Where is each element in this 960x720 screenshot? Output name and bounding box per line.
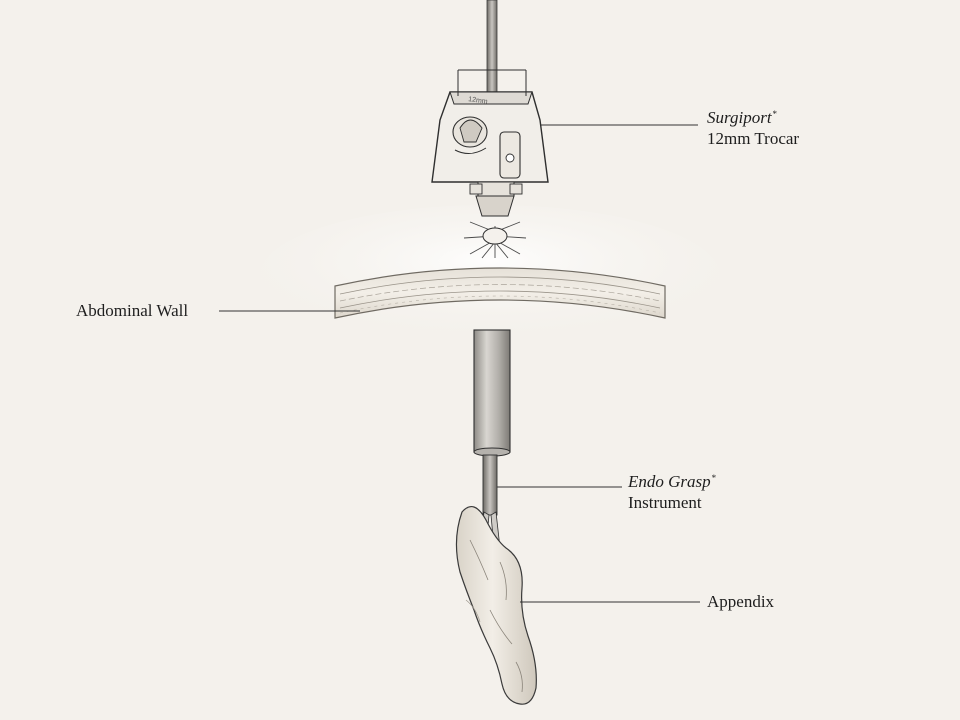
trocar-shaft — [473, 329, 511, 457]
label-appendix: Appendix — [707, 591, 774, 612]
port-marking: 12mm — [468, 96, 488, 106]
insertion-point — [463, 221, 527, 259]
endo-grasp-mark: * — [711, 473, 717, 483]
label-surgiport: Surgiport* 12mm Trocar — [707, 104, 799, 149]
abdominal-wall — [334, 267, 666, 319]
appendix — [455, 505, 537, 705]
abdominal-wall-text: Abdominal Wall — [76, 301, 189, 320]
trocar-housing: 12mm — [431, 69, 549, 217]
surgiport-mark: * — [772, 109, 778, 119]
label-abdominal-wall: Abdominal Wall — [76, 300, 188, 321]
label-endo-grasp: Endo Grasp* Instrument — [628, 468, 716, 513]
endo-grasp-name: Endo Grasp — [628, 472, 711, 491]
leader-lines — [219, 124, 700, 603]
surgiport-sub: 12mm Trocar — [707, 129, 800, 148]
endo-grasp-sub: Instrument — [628, 493, 702, 512]
surgiport-name: Surgiport — [707, 108, 772, 127]
appendix-text: Appendix — [707, 592, 775, 611]
trocar-rod — [486, 0, 498, 97]
